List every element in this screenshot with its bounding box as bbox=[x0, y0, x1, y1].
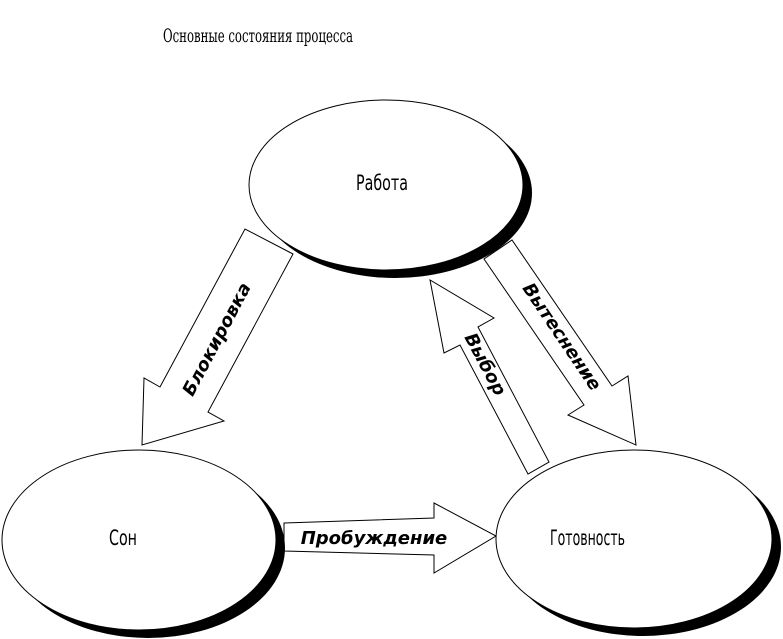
diagram-title: Основные состояния процесса bbox=[163, 25, 353, 47]
wakeup-arrow: Пробуждение bbox=[283, 502, 498, 574]
ready-label: Готовность bbox=[550, 526, 625, 550]
sleep-state: Сон bbox=[1, 449, 285, 638]
wakeup-label: Пробуждение bbox=[301, 528, 448, 549]
preempt-label: Вытеснение bbox=[518, 279, 605, 395]
ready-state: Готовность bbox=[495, 449, 781, 636]
running-state: Работа bbox=[248, 99, 532, 278]
running-label: Работа bbox=[356, 171, 408, 195]
sleep-label: Сон bbox=[109, 526, 137, 550]
block-arrow: Блокировка bbox=[141, 228, 294, 446]
